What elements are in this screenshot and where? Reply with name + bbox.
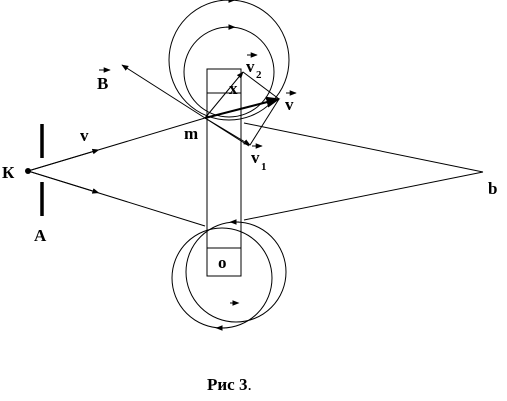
label-wire: o xyxy=(218,253,227,272)
label-cathode: К xyxy=(2,163,15,182)
label-velocity-2-sub: 2 xyxy=(256,69,262,81)
velocity-vector-v2 xyxy=(204,71,244,119)
field-loop-upper-outer xyxy=(168,0,290,121)
label-velocity-2: v xyxy=(246,57,255,76)
field-loop-lower-inner xyxy=(171,227,273,329)
beam-upper-arrow xyxy=(27,148,100,172)
parallelogram-side-bottom xyxy=(249,98,280,146)
label-deflection-point: m xyxy=(184,124,198,143)
caption-period: . xyxy=(247,375,251,394)
figure-caption: Рис 3. xyxy=(207,375,252,394)
label-velocity-1-sub: 1 xyxy=(261,161,267,173)
label-field: B xyxy=(97,74,108,93)
label-beam-speed: v xyxy=(80,126,89,145)
beam-lower-arrow xyxy=(27,170,100,194)
field-vector-b xyxy=(121,64,206,119)
velocity-vector-v1 xyxy=(204,117,251,146)
parallelogram-side-top xyxy=(242,71,280,100)
vertical-wire-bar xyxy=(206,68,242,277)
label-offset: x xyxy=(229,79,238,98)
ray-to-b-lower xyxy=(243,171,484,221)
label-diaphragm: А xyxy=(34,226,47,245)
field-loop-lower-outer xyxy=(185,221,287,323)
label-velocity: v xyxy=(285,95,294,114)
label-focus-point: b xyxy=(488,179,497,198)
velocity-vector-v xyxy=(204,96,281,119)
label-velocity-1: v xyxy=(251,148,260,167)
caption-main: Рис 3 xyxy=(207,375,247,394)
ray-to-b-upper xyxy=(243,122,484,173)
